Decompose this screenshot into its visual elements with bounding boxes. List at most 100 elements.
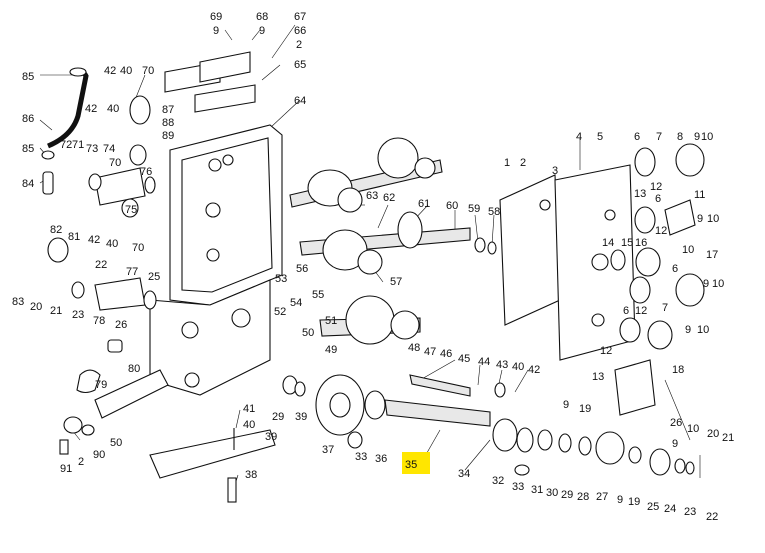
label-12: 12 (650, 181, 662, 193)
label-36: 36 (375, 453, 387, 465)
label-42: 42 (85, 103, 97, 115)
label-62: 62 (383, 192, 395, 204)
label-71: 71 (72, 139, 84, 151)
label-9: 9 (672, 438, 678, 450)
label-9: 9 (617, 494, 623, 506)
label-56: 56 (296, 263, 308, 275)
label-64: 64 (294, 95, 306, 107)
label-10: 10 (701, 131, 713, 143)
label-10: 10 (682, 244, 694, 256)
label-40: 40 (512, 361, 524, 373)
label-61: 61 (418, 198, 430, 210)
label-20: 20 (30, 301, 42, 313)
label-6: 6 (655, 193, 661, 205)
label-29: 29 (561, 489, 573, 501)
label-13: 13 (592, 371, 604, 383)
label-8: 8 (677, 131, 683, 143)
label-9: 9 (703, 278, 709, 290)
label-85: 85 (22, 143, 34, 155)
left-pipe-and-fittings (41, 67, 169, 455)
label-2: 2 (296, 39, 302, 51)
gearbox-housing (149, 124, 283, 396)
label-49: 49 (325, 344, 337, 356)
label-65: 65 (294, 59, 306, 71)
label-75: 75 (125, 204, 137, 216)
gasket-and-end-cover (499, 164, 636, 361)
label-33: 33 (355, 451, 367, 463)
label-42: 42 (88, 234, 100, 246)
label-66: 66 (294, 25, 306, 37)
label-47: 47 (424, 346, 436, 358)
label-45: 45 (458, 353, 470, 365)
label-59: 59 (468, 203, 480, 215)
label-22: 22 (95, 259, 107, 271)
label-3: 3 (552, 165, 558, 177)
label-20: 20 (707, 428, 719, 440)
highlight-box (402, 452, 430, 474)
label-39: 39 (295, 411, 307, 423)
label-28: 28 (577, 491, 589, 503)
label-68: 68 (256, 11, 268, 23)
label-41: 41 (243, 403, 255, 415)
label-40: 40 (243, 419, 255, 431)
label-84: 84 (22, 178, 34, 190)
label-50: 50 (110, 437, 122, 449)
label-6: 6 (623, 305, 629, 317)
label-32: 32 (492, 475, 504, 487)
label-25: 25 (148, 271, 160, 283)
shaft-assemblies (282, 137, 506, 449)
label-7: 7 (656, 131, 662, 143)
label-9: 9 (259, 25, 265, 37)
label-89: 89 (162, 130, 174, 142)
label-58: 58 (488, 206, 500, 218)
top-cover-blocks (164, 51, 256, 113)
label-88: 88 (162, 117, 174, 129)
label-16: 16 (635, 237, 647, 249)
label-51: 51 (325, 315, 337, 327)
label-14: 14 (602, 237, 614, 249)
label-57: 57 (390, 276, 402, 288)
label-48: 48 (408, 342, 420, 354)
label-26: 26 (670, 417, 682, 429)
label-69: 69 (210, 11, 222, 23)
label-23: 23 (684, 506, 696, 518)
label-83: 83 (12, 296, 24, 308)
label-12: 12 (635, 305, 647, 317)
label-29: 29 (272, 411, 284, 423)
label-40: 40 (106, 238, 118, 250)
label-9: 9 (697, 213, 703, 225)
label-42: 42 (104, 65, 116, 77)
label-13: 13 (634, 188, 646, 200)
label-10: 10 (687, 423, 699, 435)
label-60: 60 (446, 200, 458, 212)
label-9: 9 (685, 324, 691, 336)
label-54: 54 (290, 297, 302, 309)
label-39: 39 (265, 431, 277, 443)
label-67: 67 (294, 11, 306, 23)
label-42: 42 (528, 364, 540, 376)
label-2: 2 (520, 157, 526, 169)
label-53: 53 (275, 273, 287, 285)
label-22: 22 (706, 511, 718, 523)
label-2: 2 (78, 456, 84, 468)
label-50: 50 (302, 327, 314, 339)
label-79: 79 (95, 379, 107, 391)
label-11: 11 (694, 189, 705, 201)
label-10: 10 (697, 324, 709, 336)
right-side-parts (492, 143, 705, 476)
label-55: 55 (312, 289, 324, 301)
label-43: 43 (496, 359, 508, 371)
label-37: 37 (322, 444, 334, 456)
label-10: 10 (712, 278, 724, 290)
label-34: 34 (458, 468, 470, 480)
label-70: 70 (132, 242, 144, 254)
label-21: 21 (722, 432, 734, 444)
label-77: 77 (126, 266, 138, 278)
label-6: 6 (672, 263, 678, 275)
label-12: 12 (600, 345, 612, 357)
label-90: 90 (93, 449, 105, 461)
label-52: 52 (274, 306, 286, 318)
label-23: 23 (72, 309, 84, 321)
label-33: 33 (512, 481, 524, 493)
